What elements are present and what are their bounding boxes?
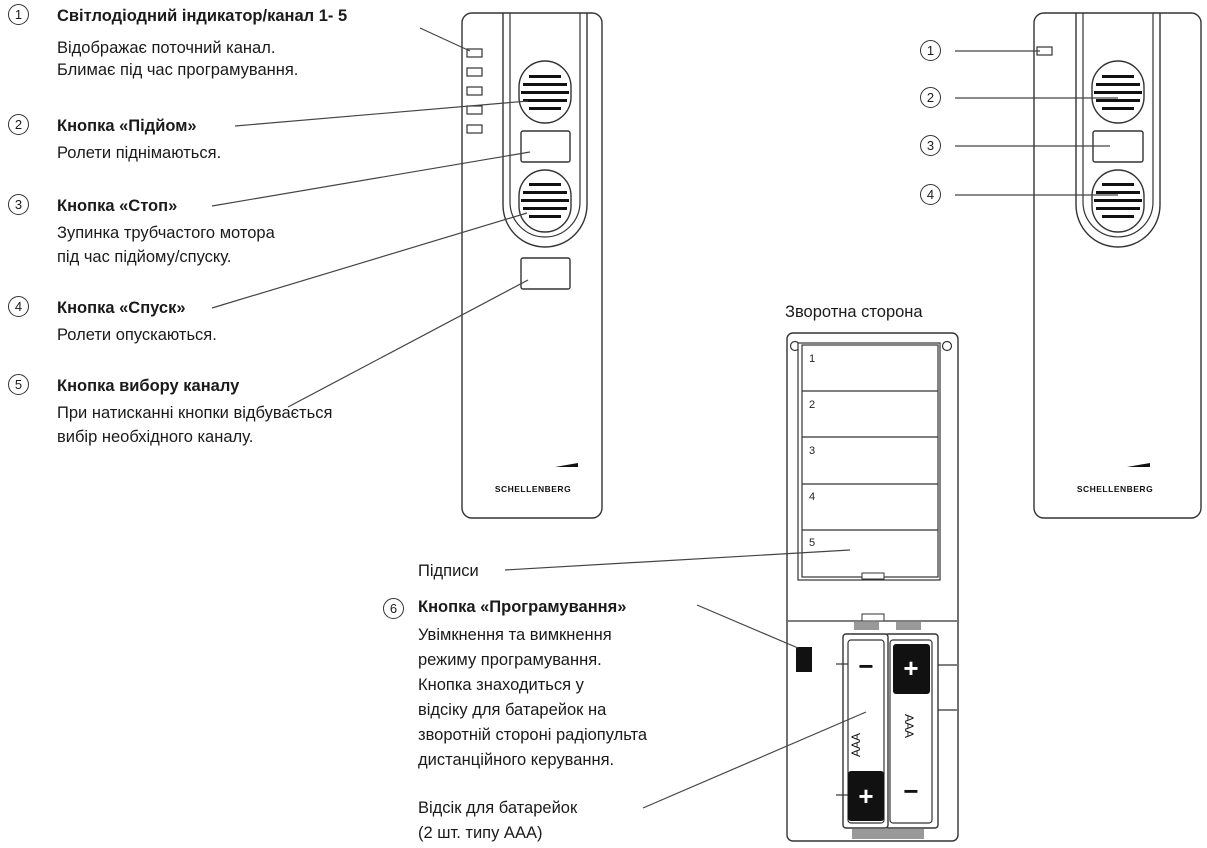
- label-slots: 1 2 3 4 5: [801, 344, 939, 578]
- legend-title: Кнопка «Стоп»: [57, 197, 178, 215]
- legend-text: Ролети піднімаються.: [57, 144, 222, 162]
- minus-sign-left: −: [858, 651, 873, 681]
- callout-number: 4: [8, 296, 29, 317]
- brand-logo-right: SCHELLENBERG: [1077, 463, 1153, 494]
- legend-text: При натисканні кнопки відбувається: [57, 404, 333, 422]
- minus-sign-right: −: [903, 776, 918, 806]
- legend-text: дистанційного керування.: [418, 751, 615, 769]
- down-button-left[interactable]: [518, 169, 572, 233]
- legend-text: Зупинка трубчастого мотора: [57, 224, 275, 242]
- channel-button-left[interactable]: [520, 257, 571, 290]
- legend-text: Блимає під час програмування.: [57, 61, 299, 79]
- slot-2-number: 2: [809, 399, 815, 411]
- legend-text: Ролети опускаються.: [57, 326, 217, 344]
- legend-text: Відображає поточний канал.: [57, 39, 276, 57]
- legend-text: режиму програмування.: [418, 651, 602, 669]
- programming-button[interactable]: [796, 647, 812, 672]
- brand-logo-left: SCHELLENBERG: [495, 463, 578, 494]
- battery-label-right: AAA: [902, 714, 916, 738]
- slot-3-number: 3: [809, 445, 815, 457]
- legend-text: Кнопка знаходиться у: [418, 676, 584, 694]
- stop-button-left[interactable]: [520, 130, 571, 163]
- legend-text: зворотній стороні радіопульта: [418, 726, 648, 744]
- plus-sign-right: +: [903, 653, 918, 683]
- back-side-heading: Зворотна сторона: [785, 303, 923, 321]
- battery-caption: Відсік для батарейок: [418, 799, 578, 817]
- up-button-left[interactable]: [518, 60, 572, 124]
- slot-1-number: 1: [809, 353, 815, 365]
- svg-text:SCHELLENBERG: SCHELLENBERG: [1077, 484, 1153, 494]
- callout-2-right: 2: [920, 87, 941, 108]
- callout-number: 1: [8, 4, 29, 25]
- front-remote-left: SCHELLENBERG: [461, 12, 603, 519]
- legend-text: Увімкнення та вимкнення: [418, 626, 612, 644]
- up-button-right[interactable]: [1091, 60, 1145, 124]
- legend-text: під час підйому/спуску.: [57, 248, 232, 266]
- back-remote: 1 2 3 4 5 + − AAA: [786, 332, 959, 842]
- slot-5-number: 5: [809, 537, 815, 549]
- slot-4-number: 4: [809, 491, 815, 503]
- legend-title: Кнопка вибору каналу: [57, 377, 240, 395]
- callout-1-right: 1: [920, 40, 941, 61]
- svg-text:SCHELLENBERG: SCHELLENBERG: [495, 484, 571, 494]
- callout-number: 6: [383, 598, 404, 619]
- down-button-right[interactable]: [1091, 169, 1145, 233]
- callout-4-right: 4: [920, 184, 941, 205]
- legend-title: Світлодіодний індикатор/канал 1- 5: [57, 7, 348, 25]
- callout-3-right: 3: [920, 135, 941, 156]
- battery-compartment: + − AAA + − AAA: [836, 622, 957, 839]
- legend-title: Кнопка «Спуск»: [57, 299, 186, 317]
- callout-number: 2: [8, 114, 29, 135]
- callout-number: 5: [8, 374, 29, 395]
- legend-text: вибір необхідного каналу.: [57, 428, 254, 446]
- legend-title: Кнопка «Підйом»: [57, 117, 197, 135]
- battery-caption: (2 шт. типу ААА): [418, 824, 543, 842]
- labels-caption: Підписи: [418, 562, 479, 580]
- plus-sign-left: +: [858, 781, 873, 811]
- legend-title: Кнопка «Програмування»: [418, 598, 627, 616]
- leader-lines: [211, 27, 1118, 809]
- callout-number: 3: [8, 194, 29, 215]
- battery-label-left: AAA: [849, 733, 863, 757]
- legend-text: відсіку для батарейок на: [418, 701, 607, 719]
- front-remote-right: SCHELLENBERG: [1033, 12, 1202, 519]
